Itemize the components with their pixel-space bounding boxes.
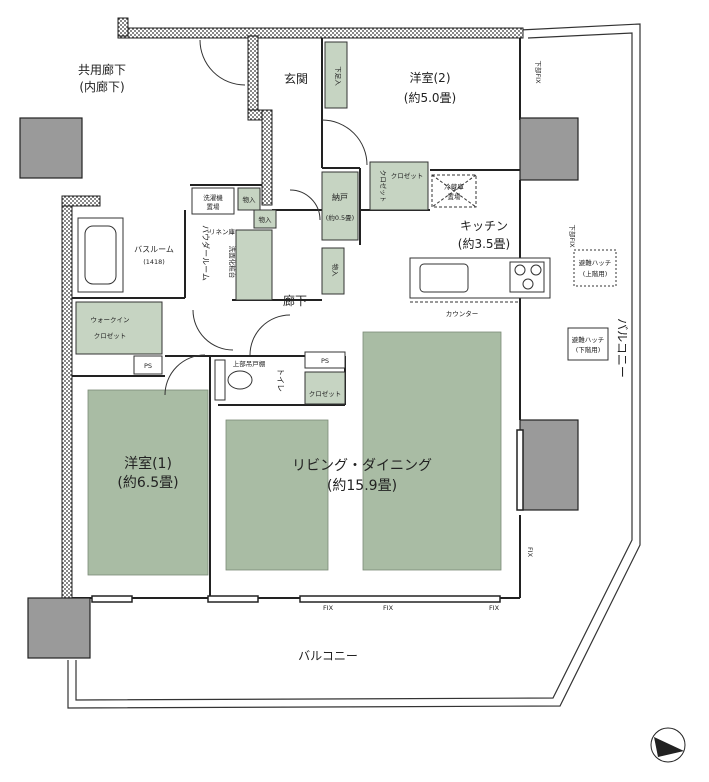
storage-b [253,209,277,229]
fixtures [77,174,617,401]
doors [164,39,368,396]
shoe-box [324,41,348,109]
fix-label-side: FIX [526,547,534,558]
upper-cabinet-label: 上部吊戸棚 [233,359,266,368]
toilet-closet [304,371,346,405]
ps-toilet-label: PS [321,357,329,365]
balcony-bottom-label: バルコニー [298,649,358,663]
toilet-bowl [227,370,253,390]
hatch-upper-label-2: (上階用) [583,269,608,278]
linen-label: リネン庫 [209,227,236,236]
ps-toilet-box [304,351,346,369]
hatch-lower [567,327,609,361]
toilet-tank [214,359,226,401]
hallway-label: 廊下 [283,293,307,308]
bathroom-name: バスルーム [134,245,174,254]
storage-c-label: 物入 [331,264,340,278]
storage-c [321,247,345,295]
fridge-area [431,174,477,208]
hatch-upper-label-1: 避難ハッチ [579,258,612,267]
western1-name: 洋室(1) [124,455,172,472]
common-corridor-label-1: 共用廊下 [78,62,126,77]
toilet-closet-label: クロゼット [309,389,342,398]
vanity-label: 洗面化粧台 [228,246,237,279]
column [519,117,579,181]
washer-label-1: 洗濯機 [203,193,223,202]
ps-box [133,355,163,375]
cooktop [509,261,545,293]
structural-columns [19,117,579,659]
living-size: (約15.9畳) [327,478,397,494]
column [19,117,83,179]
closet-top-label: クロゼット [391,171,424,180]
balcony-right-label: バルコニー [615,318,629,378]
balcony-outline [67,23,641,709]
room-fills [87,331,502,576]
storage-a-label: 物入 [243,195,257,204]
hatch-lower-label-1: 避難ハッチ [572,335,605,344]
counter-label: カウンター [446,309,479,318]
nando-name: 納戸 [332,192,348,202]
hatch-lower-label-2: (下階用) [576,345,601,354]
column [27,597,91,659]
powder-room-label: パウダールーム [201,225,211,281]
kitchen-counter [409,257,551,299]
closet-top [369,161,429,211]
kitchen-name: キッチン [460,219,508,233]
closet-fills [75,41,429,405]
living-name: リビング・ダイニング [292,458,432,474]
common-corridor-label-2: (内廊下) [79,79,124,94]
kitchen-size: (約3.5畳) [458,236,510,251]
fridge-label-1: 冷蔵庫 [444,182,464,191]
bathroom-size: (1418) [143,258,165,266]
living-floor-right [362,331,502,571]
western2-name: 洋室(2) [410,70,451,85]
washer-area [191,187,235,215]
fix-label-1: FIX [323,604,334,612]
fridge-label-2: 置場 [448,192,462,201]
fix-label-2: FIX [383,604,394,612]
walk-in-label-1: ウォークイン [91,316,130,324]
lower-fix-label-2: 下部FIX [568,224,577,248]
hatch-upper [573,249,617,287]
vanity-box [235,229,273,301]
closet-vertical-label: クロゼット [379,170,388,203]
shoe-box-label: 下足入 [334,66,342,86]
lower-fix-label-1: 下部FIX [534,60,543,84]
walk-in-closet [75,301,163,355]
storage-b-label: 物入 [259,215,273,224]
walk-in-label-2: クロゼット [94,331,127,340]
entrance-label: 玄関 [284,71,308,86]
nando [321,171,359,241]
north-arrow-icon [650,727,686,763]
western2-size: (約5.0畳) [404,90,456,105]
western1-size: (約6.5畳) [117,475,178,491]
windows [91,429,524,603]
fix-label-3: FIX [489,604,500,612]
ps-label: PS [144,362,152,370]
washer-label-2: 置場 [207,202,221,211]
kitchen-sink [419,263,469,293]
nando-size: (約0.5畳) [326,213,354,222]
western1-floor [87,389,209,576]
living-floor-left [225,419,329,571]
column [519,419,579,511]
toilet-label: トイレ [276,368,285,392]
storage-a [237,187,261,211]
